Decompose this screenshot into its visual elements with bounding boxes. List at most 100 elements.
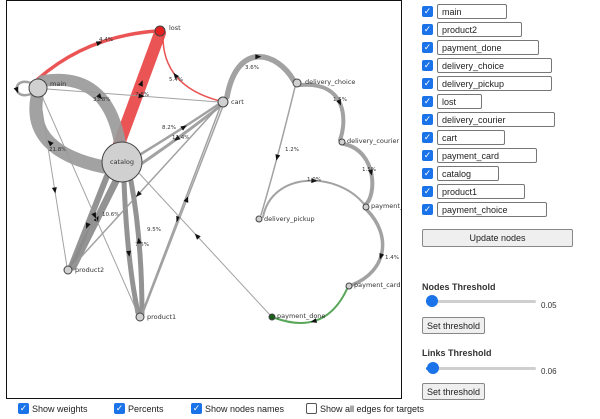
node-product1[interactable] [135,312,145,322]
node-name-input[interactable]: payment_choice [437,202,547,217]
edge-catalog-main[interactable] [29,90,111,174]
node-delivery_choice[interactable] [292,78,302,88]
edge-product2-catalog[interactable] [69,175,121,271]
node-payment_choice[interactable] [362,203,370,211]
checkbox-show-all-edges[interactable] [306,403,317,414]
edge-arrow-icon [368,169,373,176]
node-filter-row: ✓ catalog [422,165,499,182]
edge-cart-product1[interactable] [141,104,222,314]
links-threshold-value: 0.06 [541,367,557,376]
node-filter-checkbox[interactable]: ✓ [422,150,433,161]
option-label: Show weights [32,403,88,414]
node-catalog[interactable] [101,141,143,183]
set-links-threshold-button[interactable]: Set threshold [422,383,485,400]
node-label: delivery_courier [347,137,399,145]
edge-arrow-icon [136,237,142,244]
node-filter-checkbox[interactable]: ✓ [422,96,433,107]
links-threshold-slider[interactable] [426,362,536,374]
edge-arrow-icon [138,80,143,87]
node-label: payment_done [277,312,325,320]
edge-delivery_choice-delivery_courier[interactable] [298,82,346,142]
option-show-nodes-names[interactable]: ✓ Show nodes names [191,403,284,414]
edge-arrow-icon [180,125,187,131]
checkbox-show-weights[interactable]: ✓ [18,403,29,414]
edge-weight-label: 1.5% [333,97,347,103]
node-name-input[interactable]: delivery_pickup [437,76,552,91]
edge-main-catalog[interactable] [37,73,126,149]
node-lost[interactable] [154,25,166,37]
node-name-input[interactable]: lost [437,94,482,109]
edge-weight-label: 21.8% [49,147,66,153]
node-name-input[interactable]: payment_card [437,148,537,163]
edge-delivery_courier-payment_choice[interactable] [342,142,375,207]
option-percents[interactable]: ✓ Percents [114,403,164,414]
node-label: catalog [110,158,134,166]
option-label: Show nodes names [205,403,285,414]
node-payment_done[interactable] [268,313,276,321]
edge-main-lost[interactable] [36,29,159,81]
node-filter-checkbox[interactable]: ✓ [422,42,433,53]
edge-payment_choice-payment_card[interactable] [350,208,385,287]
node-name-input[interactable]: product1 [437,184,525,199]
node-name-input[interactable]: delivery_courier [437,112,555,127]
edge-weight-label: 1.5% [362,167,376,173]
node-cart[interactable] [217,96,229,108]
node-filter-checkbox[interactable]: ✓ [422,114,433,125]
node-name-input[interactable]: cart [437,130,505,145]
node-filter-checkbox[interactable]: ✓ [422,168,433,179]
node-filter-checkbox[interactable]: ✓ [422,78,433,89]
node-name-input[interactable]: payment_done [437,40,539,55]
edge-cart-delivery_choice[interactable] [224,54,297,100]
edge-arrow-icon [47,140,54,147]
edge-cart-catalog[interactable] [139,105,221,166]
edge-cart-product2[interactable] [70,104,221,269]
links-threshold-title: Links Threshold [422,348,492,358]
edge-weight-label: 1.4% [385,255,399,261]
checkbox-percents[interactable]: ✓ [114,403,125,414]
node-label: delivery_pickup [264,215,315,223]
edge-cart-lost[interactable] [162,34,221,102]
edge-payment_card-payment_done[interactable] [274,288,348,324]
checkbox-show-nodes-names[interactable]: ✓ [191,403,202,414]
edge-delivery_pickup-payment_choice[interactable] [262,179,365,218]
node-filter-row: ✓ product2 [422,21,522,38]
graph-svg[interactable]: 4.4%7.8%5.4%33.8%21.8%8.2%11.4%3.6%1.5%1… [7,1,402,399]
edge-weight-label: 1.2% [285,147,299,153]
edge-product1-cart[interactable] [142,105,224,314]
node-filter-row: ✓ payment_choice [422,201,547,218]
option-show-all-edges[interactable]: Show all edges for targets [306,403,424,414]
slider-thumb[interactable] [426,362,439,374]
node-filter-row: ✓ product1 [422,183,525,200]
slider-thumb[interactable] [425,295,438,307]
node-filter-checkbox[interactable]: ✓ [422,204,433,215]
node-name-input[interactable]: catalog [437,166,499,181]
edge-main-cart[interactable] [46,88,220,103]
edge-payment_done-catalog[interactable] [136,170,271,316]
node-name-input[interactable]: product2 [437,22,522,37]
node-product2[interactable] [63,265,73,275]
update-nodes-button[interactable]: Update nodes [422,229,573,247]
edge-weight-label: 7.8% [135,92,149,98]
node-filter-checkbox[interactable]: ✓ [422,60,433,71]
node-delivery_courier[interactable] [338,138,346,146]
edge-catalog-cart[interactable] [139,102,221,156]
option-show-weights[interactable]: ✓ Show weights [18,403,88,414]
node-filter-checkbox[interactable]: ✓ [422,186,433,197]
edge-catalog-lost[interactable] [113,27,166,150]
node-filter-checkbox[interactable]: ✓ [422,6,433,17]
edge-arrow-icon [136,190,142,197]
node-name-input[interactable]: delivery_choice [437,58,552,73]
node-payment_card[interactable] [345,282,353,290]
nodes-threshold-slider[interactable] [425,295,536,307]
edge-arrow-icon [174,135,181,141]
graph-canvas[interactable]: 4.4%7.8%5.4%33.8%21.8%8.2%11.4%3.6%1.5%1… [6,0,402,399]
edge-main-product2[interactable] [39,96,68,268]
node-delivery_pickup[interactable] [255,215,263,223]
node-filter-checkbox[interactable]: ✓ [422,132,433,143]
edge-product1-catalog[interactable] [128,178,145,317]
node-filter-checkbox[interactable]: ✓ [422,24,433,35]
node-main[interactable] [28,78,48,98]
edge-main-product1[interactable] [41,95,139,315]
set-nodes-threshold-button[interactable]: Set threshold [422,317,485,334]
node-name-input[interactable]: main [437,4,507,19]
